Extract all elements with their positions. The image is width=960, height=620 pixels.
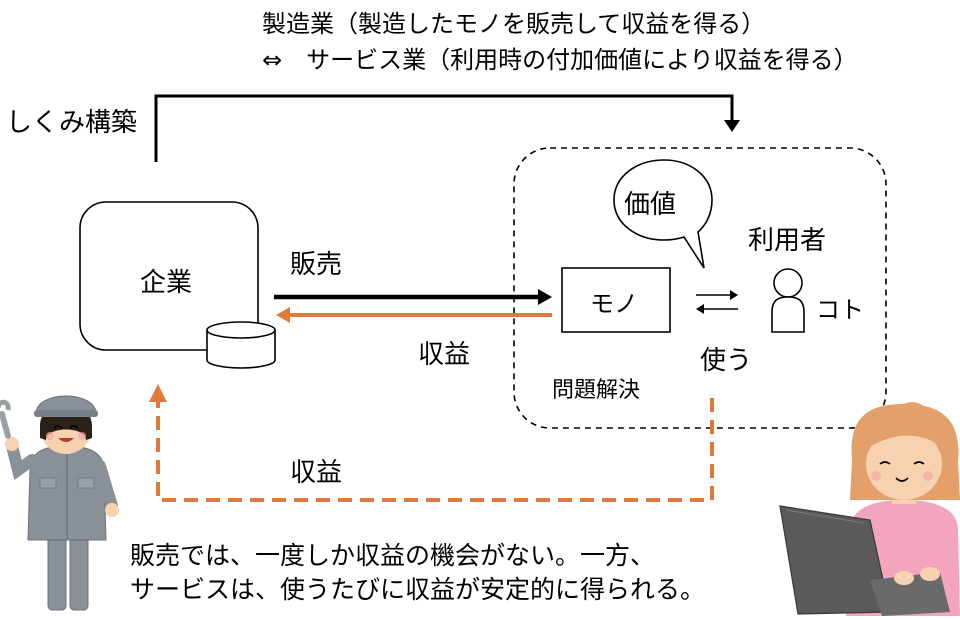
header-line-1: 製造業（製造したモノを販売して収益を得る）: [262, 10, 766, 38]
value-speech-bubble: [613, 159, 713, 269]
database-icon: [206, 321, 276, 369]
laptop-user-illustration: [779, 402, 960, 616]
build-connector-arrowhead: [724, 120, 740, 132]
use-label: 使う: [700, 346, 753, 376]
build-connector: [154, 94, 734, 162]
caption-line-2: サービスは、使うたびに収益が安定的に得られる。: [130, 575, 706, 604]
sale-arrowhead: [538, 289, 552, 305]
product-box: [561, 267, 671, 333]
problem-solving-label: 問題解決: [552, 378, 641, 403]
worker-illustration: [0, 395, 119, 611]
product-label: モノ: [590, 290, 638, 318]
revenue-arrowhead: [276, 307, 290, 323]
service-revenue-path: [156, 398, 714, 502]
caption-line-1: 販売では、一度しか収益の機会がない。一方、: [130, 541, 656, 570]
revenue-service-label: 収益: [290, 458, 343, 488]
company-box: [79, 201, 259, 351]
build-label: しくみ構築: [6, 108, 138, 138]
user-label: 利用者: [748, 226, 827, 256]
service-revenue-arrowhead: [149, 384, 167, 402]
sell-label: 販売: [290, 250, 343, 280]
value-label: 価値: [624, 190, 677, 220]
koto-label: コト: [816, 296, 864, 324]
service-boundary: [513, 147, 887, 429]
user-icon: [771, 268, 805, 333]
company-label: 企業: [140, 268, 193, 298]
revenue-direct-label: 収益: [418, 340, 471, 370]
exchange-arrows-icon: [696, 290, 738, 314]
header-line-2: ⇔ サービス業（利用時の付加価値により収益を得る）: [262, 46, 858, 74]
